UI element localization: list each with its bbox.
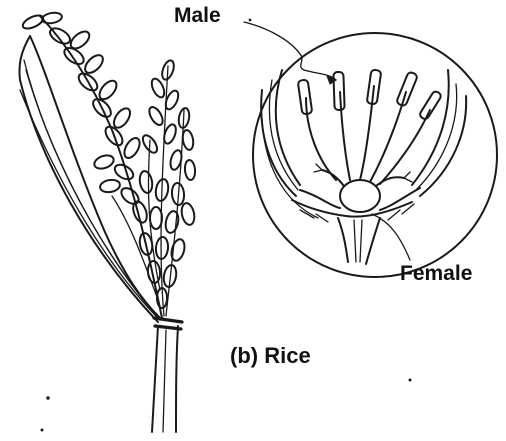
grains-middle xyxy=(93,153,197,308)
female-pointer xyxy=(372,214,410,260)
floret-base xyxy=(292,200,414,264)
panicle-branches xyxy=(112,66,184,316)
figure-caption: (b) Rice xyxy=(230,343,311,369)
male-label: Male xyxy=(174,4,221,28)
male-pointer xyxy=(244,22,336,80)
rachis xyxy=(40,16,162,318)
floret-magnified-view xyxy=(244,22,497,277)
scan-specks xyxy=(41,19,411,431)
pistil xyxy=(300,164,420,212)
stem xyxy=(152,318,182,432)
female-label: Female xyxy=(400,262,472,286)
rice-panicle xyxy=(19,11,196,432)
